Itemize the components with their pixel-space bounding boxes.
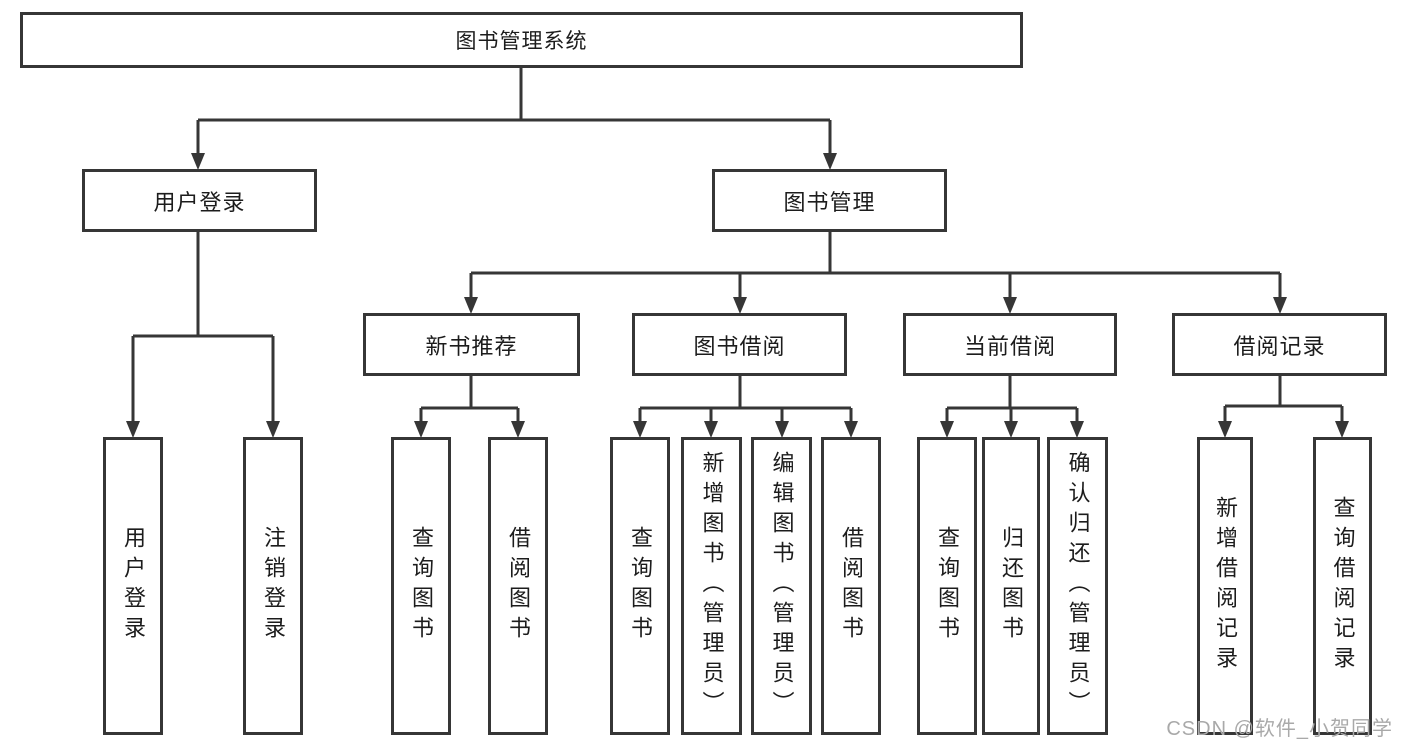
node-user-login: 用户登录	[82, 169, 317, 232]
arrowheads	[126, 153, 1349, 438]
leaf-borrow-query-books: 查询图书	[610, 437, 670, 735]
leaf-borrow-edit-books-admin: 编辑图书（管理员）	[751, 437, 812, 735]
leaf-records-add-borrow-record: 新增借阅记录	[1197, 437, 1253, 735]
node-root: 图书管理系统	[20, 12, 1023, 68]
connector-borrow-records-children	[1223, 375, 1344, 424]
connector-book-management-children	[469, 231, 1282, 300]
connector-new-book-children	[419, 375, 520, 424]
watermark: CSDN @软件_小贺同学	[1166, 718, 1393, 740]
connector-book-borrow-children	[638, 375, 853, 424]
node-book-borrow: 图书借阅	[632, 313, 847, 376]
leaf-current-confirm-return-admin: 确认归还（管理员）	[1047, 437, 1108, 735]
connector-current-borrow-children	[945, 375, 1079, 424]
node-borrow-records: 借阅记录	[1172, 313, 1387, 376]
leaf-newbooks-query-books: 查询图书	[391, 437, 451, 735]
node-book-management: 图书管理	[712, 169, 947, 232]
leaf-records-query-borrow-record: 查询借阅记录	[1313, 437, 1372, 735]
leaf-borrow-add-books-admin: 新增图书（管理员）	[681, 437, 742, 735]
leaf-current-return-books: 归还图书	[982, 437, 1040, 735]
leaf-borrow-borrow-books: 借阅图书	[821, 437, 881, 735]
leaf-user-login: 用户登录	[103, 437, 163, 735]
connector-root-to-level2	[196, 67, 832, 156]
node-new-book-recommend: 新书推荐	[363, 313, 580, 376]
leaf-current-query-books: 查询图书	[917, 437, 977, 735]
leaf-newbooks-borrow-books: 借阅图书	[488, 437, 548, 735]
node-current-borrow: 当前借阅	[903, 313, 1117, 376]
connector-user-login-children	[131, 231, 275, 424]
leaf-logout-login: 注销登录	[243, 437, 303, 735]
